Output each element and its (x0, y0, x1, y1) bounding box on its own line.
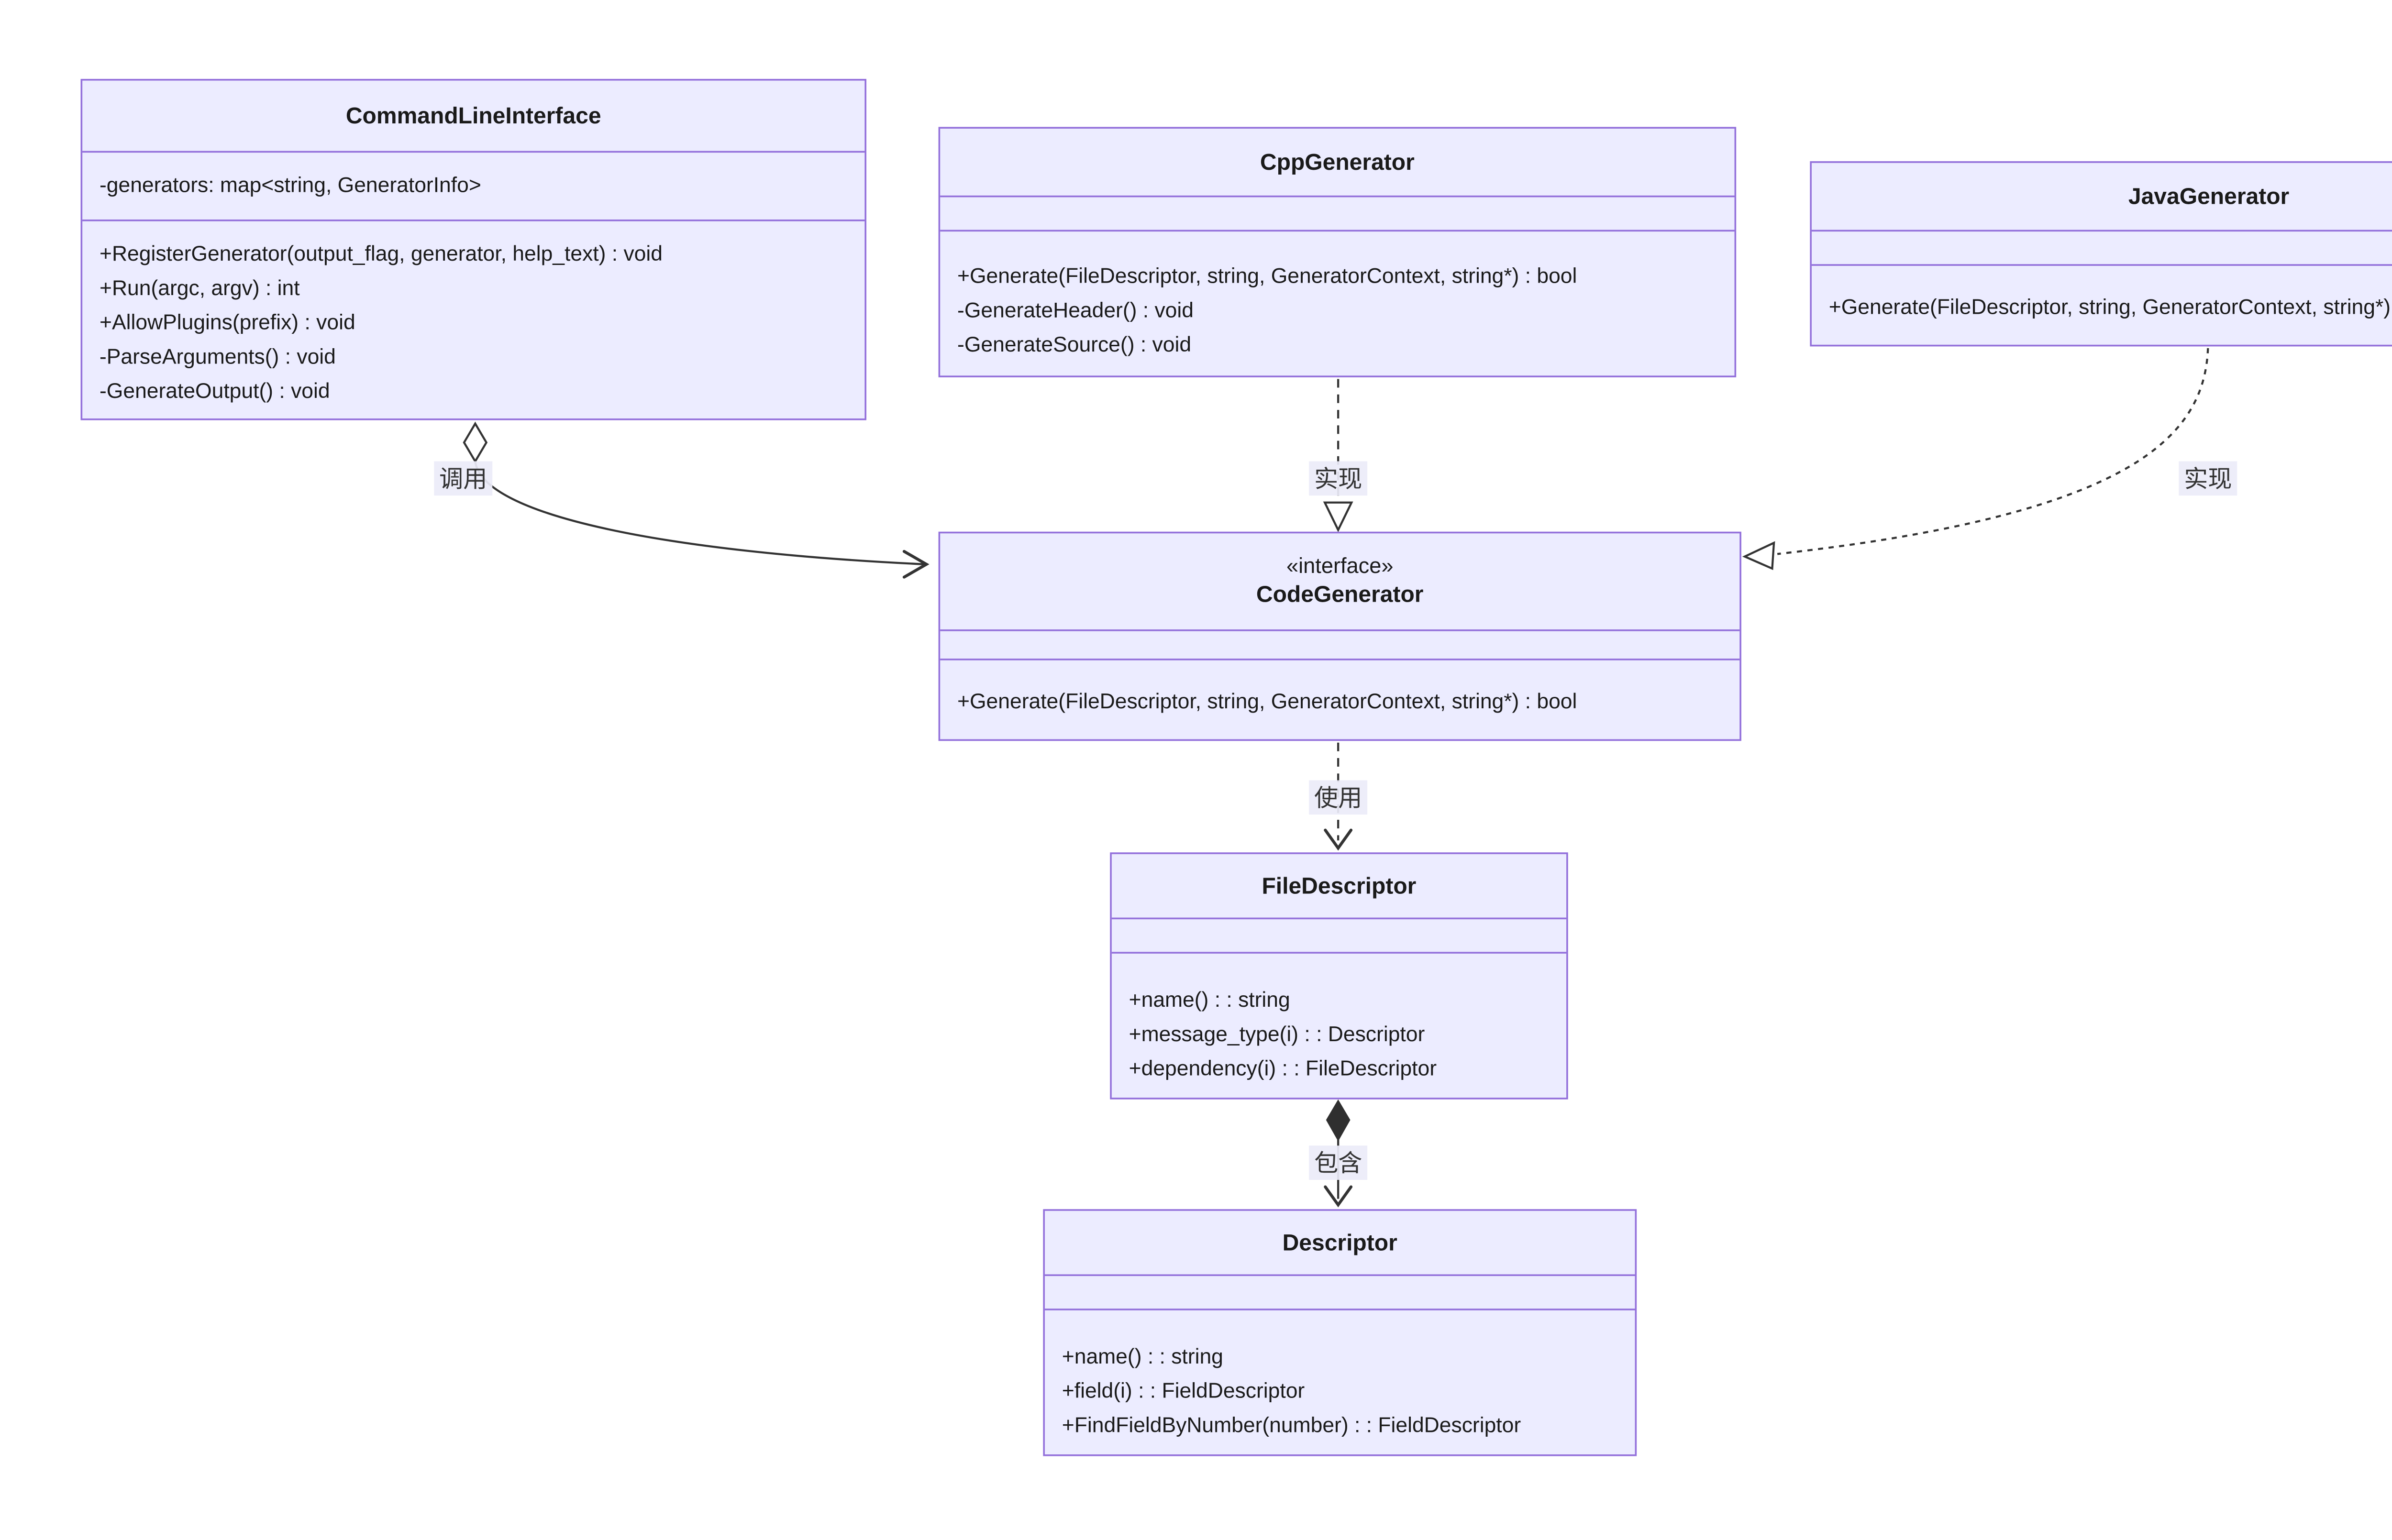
edge-call-aggregation (463, 421, 930, 579)
call-connector-line (474, 461, 925, 565)
class-name: JavaGenerator (1811, 163, 2392, 232)
attributes-compartment: -generators: map<string, GeneratorInfo> (82, 153, 865, 221)
methods-compartment: +name() : : string +field(i) : : FieldDe… (1045, 1310, 1635, 1454)
edge-javagenerator-realization (1742, 348, 2209, 570)
method-item: +Generate(FileDescriptor, string, Genera… (957, 689, 1577, 714)
class-name: CodeGenerator (1256, 582, 1424, 608)
edge-label-use: 使用 (1309, 780, 1368, 815)
class-stereotype: «interface» (1286, 554, 1394, 578)
method-item: +name() : : string (1129, 988, 1290, 1012)
methods-compartment: +name() : : string +message_type(i) : : … (1112, 954, 1566, 1098)
class-box-descriptor: Descriptor +name() : : string +field(i) … (1043, 1209, 1637, 1456)
method-item: -GenerateOutput() : void (99, 379, 330, 403)
attributes-compartment (940, 631, 1740, 660)
attributes-compartment (1044, 1276, 1635, 1310)
class-title: «interface» CodeGenerator (940, 533, 1740, 631)
method-item: +name() : : string (1062, 1344, 1223, 1369)
class-name: CommandLineInterface (82, 81, 865, 153)
methods-compartment: +RegisterGenerator(output_flag, generato… (82, 221, 864, 418)
method-item: +Generate(FileDescriptor, string, Genera… (957, 264, 1577, 288)
method-item: -ParseArguments() : void (99, 344, 336, 369)
filled-diamond-marker (1326, 1099, 1351, 1142)
methods-compartment: +Generate(FileDescriptor, string, Genera… (1812, 266, 2392, 345)
hollow-triangle-marker (1742, 541, 1775, 570)
class-box-commandlineinterface: CommandLineInterface -generators: map<st… (80, 78, 866, 420)
edge-label-contain: 包含 (1309, 1145, 1368, 1180)
hollow-triangle-marker (1323, 501, 1353, 533)
method-item: +Generate(FileDescriptor, string, Genera… (1828, 295, 2392, 319)
attributes-compartment (1111, 919, 1567, 954)
arrowhead-marker (1324, 828, 1353, 851)
open-diamond-marker (463, 421, 488, 463)
method-item: +field(i) : : FieldDescriptor (1062, 1379, 1305, 1403)
method-item: +Run(argc, argv) : int (99, 276, 300, 300)
methods-compartment: +Generate(FileDescriptor, string, Genera… (940, 231, 1734, 375)
method-item: +dependency(i) : : FileDescriptor (1129, 1056, 1437, 1081)
class-box-codegenerator: «interface» CodeGenerator +Generate(File… (938, 531, 1741, 741)
arrowhead-marker (902, 550, 930, 579)
method-item: -GenerateHeader() : void (957, 298, 1194, 323)
methods-compartment: +Generate(FileDescriptor, string, Genera… (940, 660, 1739, 739)
edge-label-call: 调用 (434, 461, 493, 496)
edge-label-cpp-realization: 实现 (1309, 461, 1368, 496)
class-name: CppGenerator (940, 129, 1735, 198)
class-name: Descriptor (1044, 1211, 1635, 1276)
edge-cppgenerator-realization (1323, 379, 1353, 533)
method-item: +FindFieldByNumber(number) : : FieldDesc… (1062, 1413, 1521, 1438)
attributes-compartment (940, 197, 1735, 232)
attributes-compartment (1811, 231, 2392, 266)
class-box-javagenerator: JavaGenerator +Generate(FileDescriptor, … (1810, 161, 2392, 347)
class-box-cppgenerator: CppGenerator +Generate(FileDescriptor, s… (938, 127, 1737, 377)
arrowhead-marker (1324, 1185, 1353, 1208)
method-item: +message_type(i) : : Descriptor (1129, 1022, 1425, 1046)
attribute-item: -generators: map<string, GeneratorInfo> (99, 173, 481, 198)
realization-connector-line (1777, 348, 2209, 555)
class-box-filedescriptor: FileDescriptor +name() : : string +messa… (1110, 852, 1568, 1100)
edge-label-java-realization: 实现 (2179, 461, 2237, 496)
class-name: FileDescriptor (1111, 854, 1567, 920)
method-item: +AllowPlugins(prefix) : void (99, 310, 355, 335)
method-item: -GenerateSource() : void (957, 332, 1192, 357)
method-item: +RegisterGenerator(output_flag, generato… (99, 242, 663, 266)
